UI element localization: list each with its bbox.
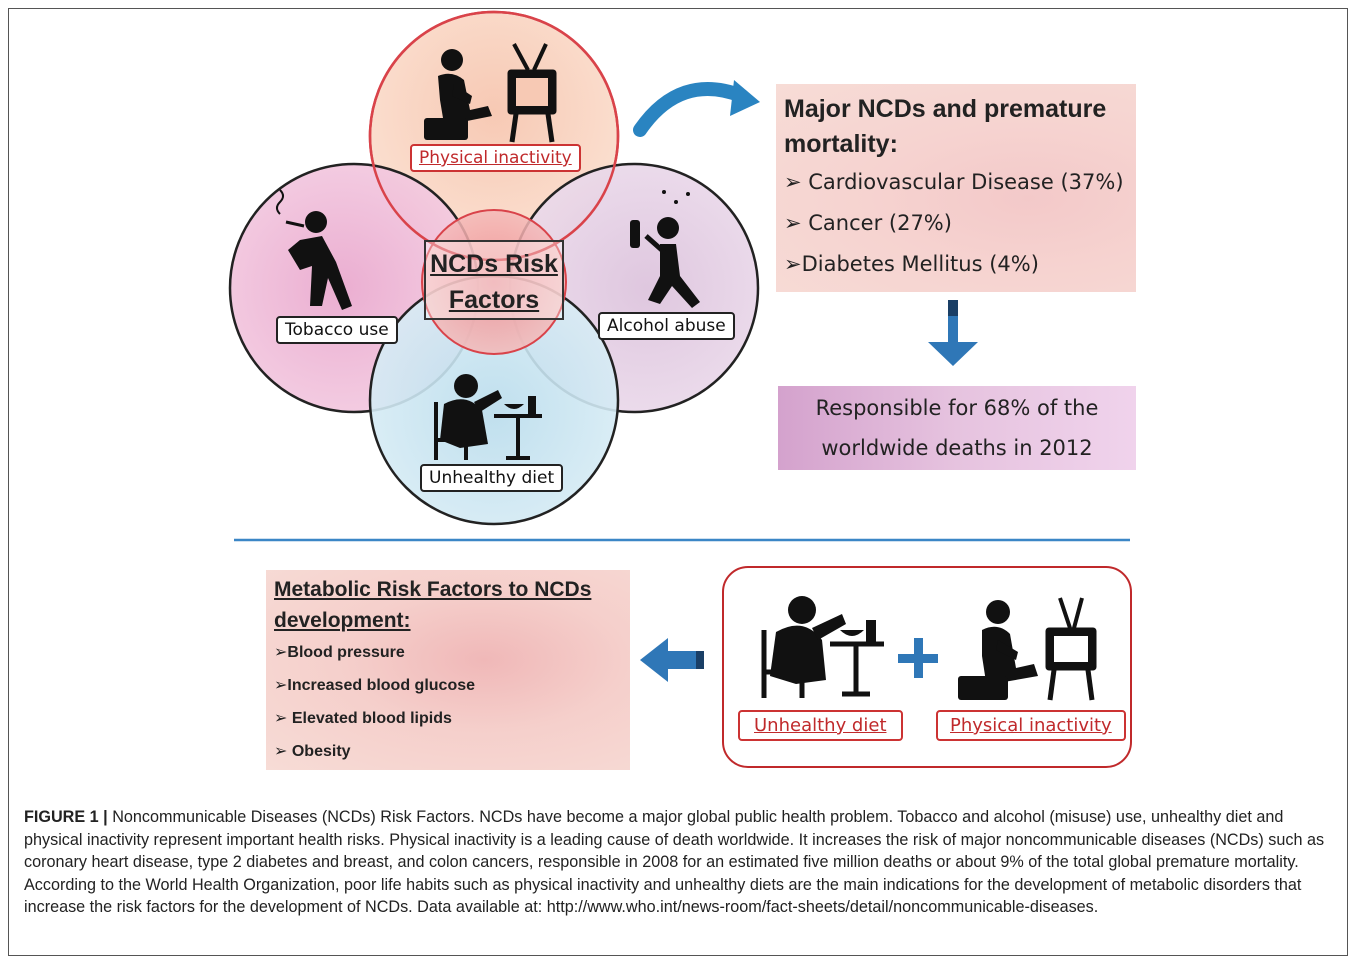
label-physical-inactivity: Physical inactivity: [410, 144, 581, 172]
metabolic-item-blood-lipids: ➢ Elevated blood lipids: [274, 710, 452, 727]
metabolic-title-line-2: development:: [274, 609, 411, 632]
eating-person-icon: [434, 374, 542, 460]
major-ncds-title-line-2: mortality:: [784, 130, 898, 158]
metabolic-item-blood-glucose: ➢Increased blood glucose: [274, 677, 476, 694]
responsible-line-1: Responsible for 68% of the: [815, 396, 1099, 420]
caption-text: Noncommunicable Diseases (NCDs) Risk Fac…: [24, 808, 1325, 917]
curved-arrow-icon: [633, 82, 749, 137]
combo-label-physical-inactivity: Physical inactivity: [936, 710, 1126, 741]
figure-caption: FIGURE 1 | Noncommunicable Diseases (NCD…: [24, 806, 1336, 919]
figure-frame: [8, 8, 1348, 956]
combo-eating-person-icon: [761, 596, 884, 698]
metabolic-risk-factors-box: Metabolic Risk Factors to NCDs developme…: [266, 570, 630, 770]
plus-icon: [898, 638, 938, 678]
metabolic-title-line-1: Metabolic Risk Factors to NCDs: [274, 578, 592, 601]
major-ncds-title-line-1: Major NCDs and premature: [784, 95, 1107, 123]
major-ncds-box: Major NCDs and premature mortality: ➢ Ca…: [776, 84, 1136, 292]
diet-inactivity-combination-box: [722, 566, 1132, 768]
center-label-line-1: NCDs Risk: [430, 250, 558, 278]
responsible-deaths-box: Responsible for 68% of the worldwide dea…: [778, 386, 1136, 470]
diagram-canvas: [228, 10, 1130, 701]
label-alcohol-abuse: Alcohol abuse: [598, 312, 735, 340]
smoking-person-icon: [276, 189, 352, 310]
combo-label-unhealthy-diet: Unhealthy diet: [738, 710, 903, 741]
sitting-person-icon: [424, 49, 492, 140]
responsible-line-2: worldwide deaths in 2012: [821, 436, 1093, 460]
tv-icon: [507, 43, 557, 143]
metabolic-item-blood-pressure: ➢Blood pressure: [274, 644, 405, 661]
center-label-line-2: Factors: [448, 286, 540, 314]
down-arrow-icon: [928, 300, 978, 366]
ncd-item-cancer: ➢ Cancer (27%): [784, 211, 952, 235]
label-unhealthy-diet: Unhealthy diet: [420, 464, 564, 492]
caption-label: FIGURE 1 |: [24, 808, 108, 826]
ncd-item-diabetes: ➢Diabetes Mellitus (4%): [784, 252, 1039, 276]
ncd-item-cardiovascular: ➢ Cardiovascular Disease (37%): [784, 170, 1124, 194]
left-arrow-icon: [640, 638, 704, 682]
label-tobacco-use: Tobacco use: [276, 316, 398, 344]
drunk-person-icon: [630, 190, 700, 308]
combo-sitting-person-icon: [958, 600, 1038, 700]
metabolic-item-obesity: ➢ Obesity: [274, 743, 351, 760]
combo-tv-icon: [1045, 597, 1097, 701]
center-label-ncd-risk-factors: NCDs Risk Factors: [424, 240, 564, 320]
